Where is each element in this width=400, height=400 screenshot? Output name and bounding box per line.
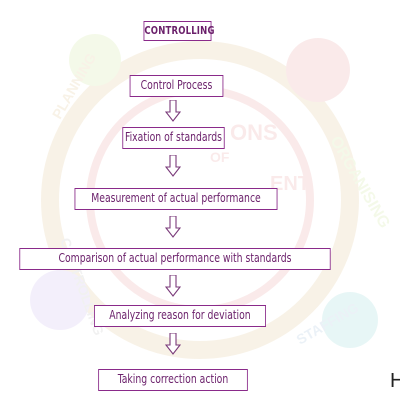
step-measurement-of-actual-performance: Measurement of actual performance [74,188,278,210]
edge-text: H [390,370,400,392]
step-fixation-of-standards: Fixation of standards [122,127,225,149]
step-analyzing-reason-for-deviation: Analyzing reason for deviation [94,305,266,327]
step-comparison-of-actual-performance: Comparison of actual performance with st… [19,248,331,270]
step-taking-correction-action: Taking correction action [98,369,248,391]
down-arrow-icon [164,274,182,301]
down-arrow-icon [164,215,182,242]
down-arrow-icon [164,99,182,126]
down-arrow-icon [164,332,182,359]
diagram-title: CONTROLLING [143,21,214,41]
watermark-word-ons: ONS [230,120,278,145]
watermark-word-organising: ORGANISING [327,134,393,232]
watermark-word-ent: ENT [270,173,310,195]
step-control-process: Control Process [129,75,224,97]
watermark-word-of: OF [210,149,230,165]
down-arrow-icon [164,154,182,181]
